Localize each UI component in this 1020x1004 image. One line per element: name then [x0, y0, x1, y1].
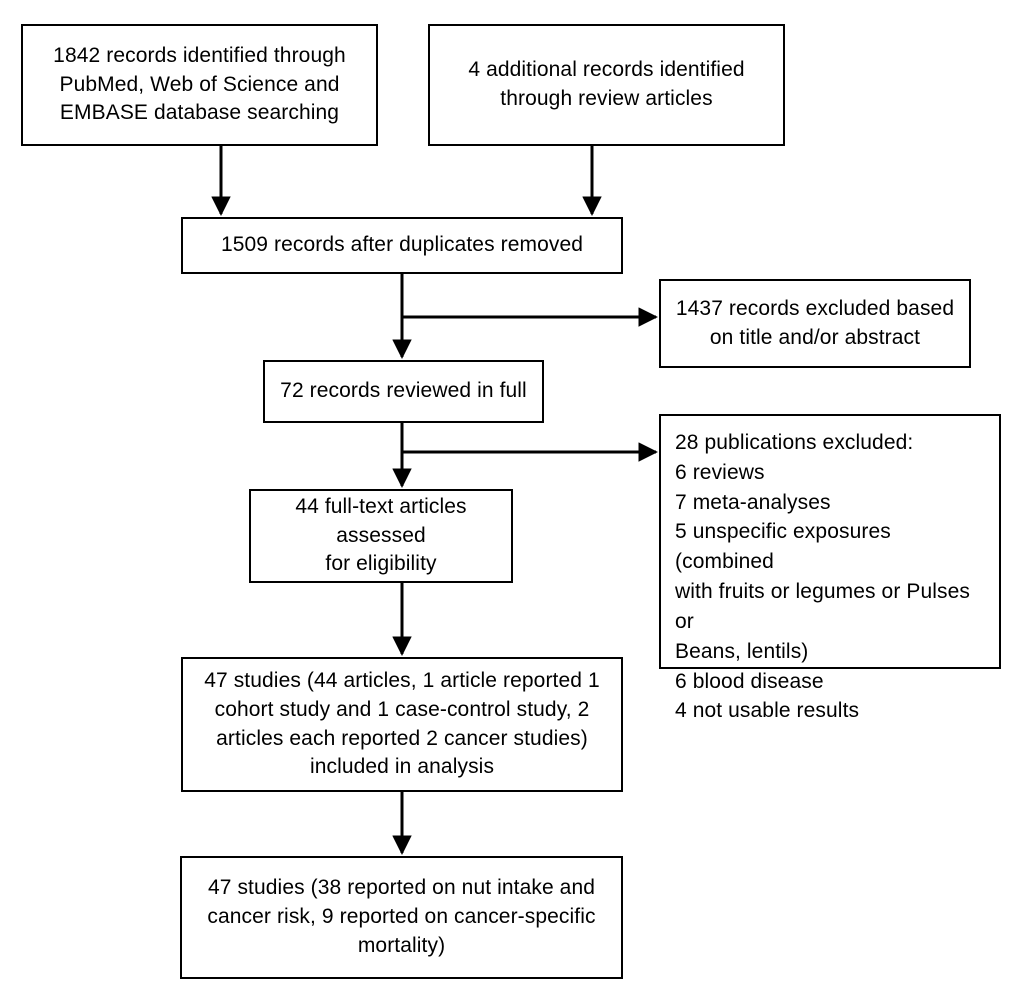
node-records-excluded-title-abstract: 1437 records excluded based on title and… — [659, 279, 971, 368]
node-label: 47 studies (44 articles, 1 article repor… — [204, 668, 600, 779]
node-studies-included-in-analysis: 47 studies (44 articles, 1 article repor… — [181, 657, 623, 792]
node-label: 1842 records identified through PubMed, … — [53, 43, 346, 125]
node-label: 1509 records after duplicates removed — [220, 233, 584, 257]
node-label: 47 studies (38 reported on nut intake an… — [207, 876, 596, 957]
node-label: 72 records reviewed in full — [280, 379, 527, 403]
node-label: 44 full-text articles assessed for eligi… — [295, 494, 467, 576]
node-fulltext-articles-assessed: 44 full-text articles assessed for eligi… — [249, 489, 513, 583]
node-label: 1437 records excluded based on title and… — [675, 296, 955, 349]
node-records-identified-review-articles: 4 additional records identified through … — [428, 24, 785, 146]
node-records-identified-database: 1842 records identified through PubMed, … — [21, 24, 378, 146]
node-publications-excluded: 28 publications excluded: 6 reviews 7 me… — [659, 414, 1001, 722]
node-label: 4 additional records identified through … — [468, 58, 745, 110]
node-studies-final-outcomes: 47 studies (38 reported on nut intake an… — [180, 856, 623, 979]
node-records-after-duplicates-removed: 1509 records after duplicates removed — [181, 217, 623, 274]
node-records-reviewed-in-full: 72 records reviewed in full — [263, 360, 544, 423]
node-label: 28 publications excluded: 6 reviews 7 me… — [675, 431, 970, 723]
